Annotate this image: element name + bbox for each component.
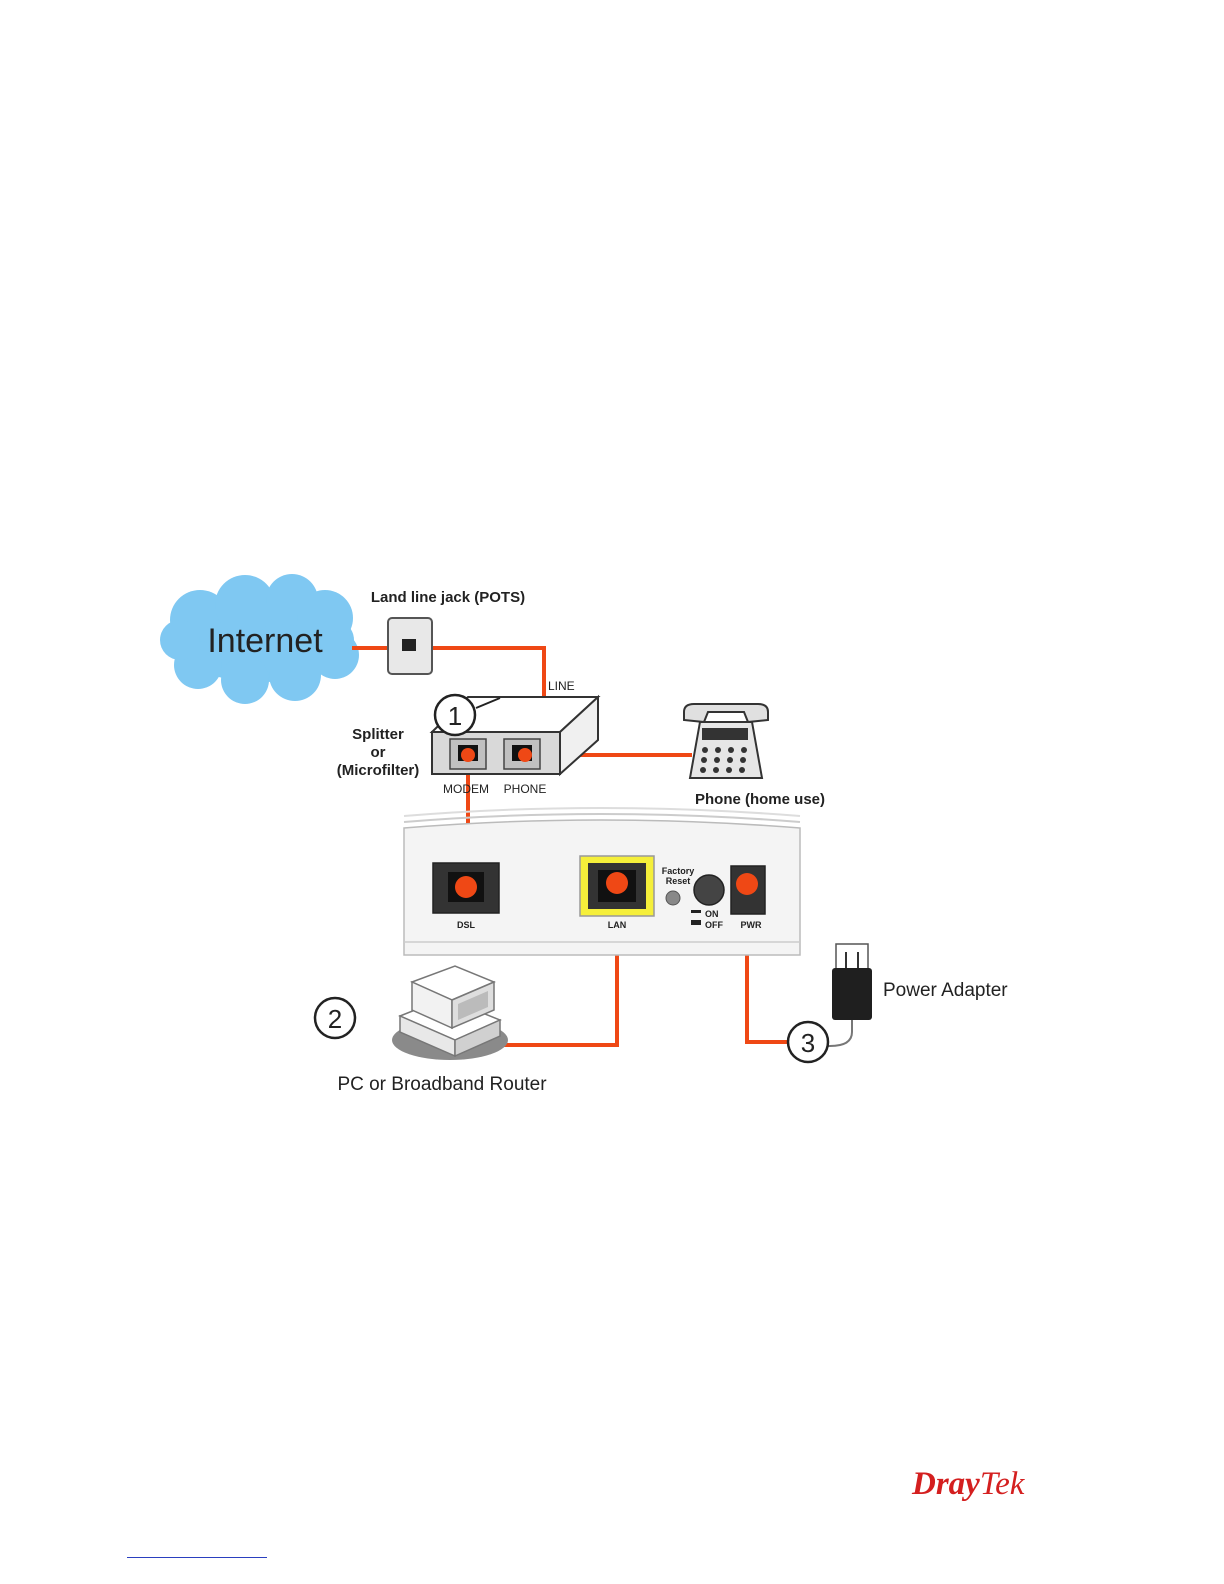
svg-text:2: 2	[328, 1004, 342, 1034]
splitter-label-line3: (Microfilter)	[337, 762, 420, 779]
svg-text:3: 3	[801, 1028, 815, 1058]
internet-label: Internet	[207, 622, 323, 660]
phone-port-label: PHONE	[504, 782, 547, 796]
on-label: ON	[705, 909, 719, 919]
footer-link-underline	[127, 1557, 267, 1558]
telephone-icon	[684, 704, 768, 778]
logo-dray: Dray	[911, 1466, 980, 1502]
draytek-logo: DrayTek	[911, 1466, 1026, 1502]
pc-icon	[392, 966, 508, 1060]
internet-cloud: Internet	[160, 574, 359, 704]
power-switch	[694, 875, 724, 905]
factory-reset-label-line1: Factory	[662, 866, 695, 876]
land-line-label: Land line jack (POTS)	[371, 589, 525, 606]
splitter-label-line2: or	[371, 744, 386, 761]
phone-label: Phone (home use)	[695, 791, 825, 808]
modem-port-label: MODEM	[443, 782, 489, 796]
power-adapter-label: Power Adapter	[883, 980, 1008, 1001]
line-port-label: LINE	[548, 679, 575, 693]
factory-reset-button	[666, 891, 680, 905]
svg-text:1: 1	[448, 701, 462, 731]
svg-text:DrayTek: DrayTek	[911, 1466, 1026, 1502]
land-line-jack	[388, 618, 432, 674]
dsl-label: DSL	[457, 920, 476, 930]
splitter-label-line1: Splitter	[352, 726, 404, 743]
step-2-badge: 2	[315, 998, 355, 1038]
cable-jack-splitter	[432, 648, 544, 696]
lan-label: LAN	[608, 920, 627, 930]
step-3-badge: 3	[788, 1022, 828, 1062]
pc-label: PC or Broadband Router	[337, 1074, 547, 1095]
logo-tek: Tek	[980, 1466, 1026, 1502]
factory-reset-label-line2: Reset	[666, 876, 691, 886]
pwr-label: PWR	[741, 920, 762, 930]
power-adapter-icon	[824, 944, 872, 1046]
off-label: OFF	[705, 920, 723, 930]
